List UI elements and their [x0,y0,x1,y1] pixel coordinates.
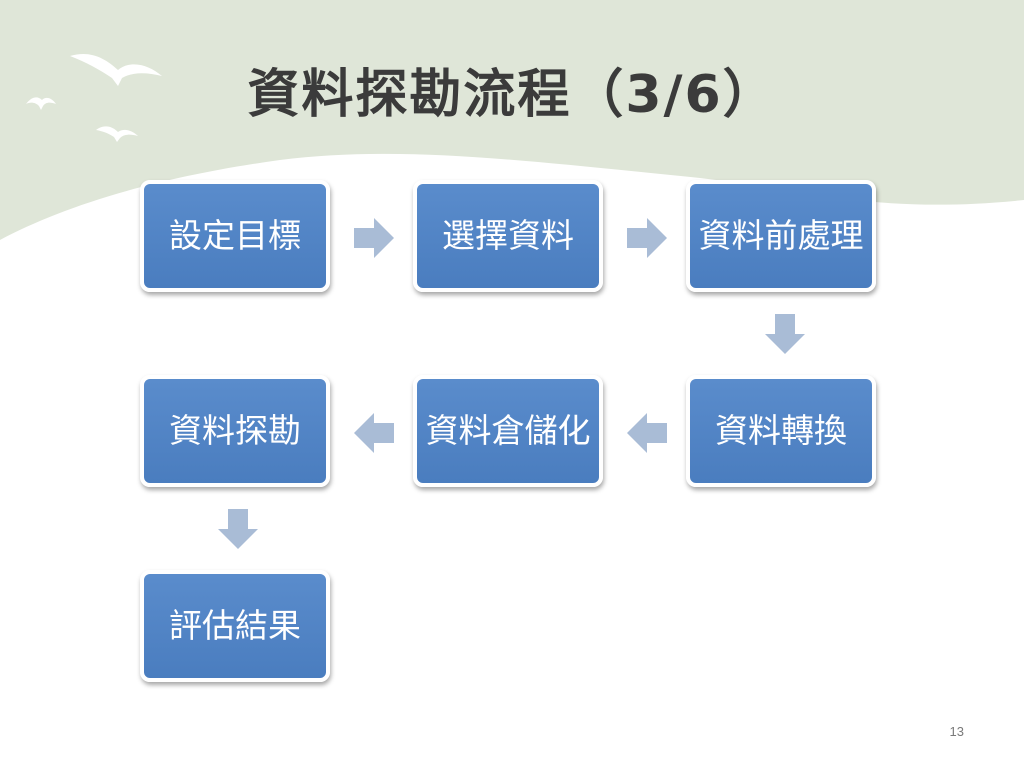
step-set-goal: 設定目標 [140,180,330,292]
arrow-right-icon [627,218,667,258]
step-transform-data: 資料轉換 [686,375,876,487]
arrow-right-icon [354,218,394,258]
bird-icon [26,97,56,110]
step-evaluate-results: 評估結果 [140,570,330,682]
arrow-down-icon [765,314,805,354]
step-data-warehousing: 資料倉儲化 [413,375,603,487]
arrow-down-icon [218,509,258,549]
bird-icon [70,53,162,86]
step-data-mining: 資料探勘 [140,375,330,487]
bird-icon [96,126,138,142]
page-number: 13 [949,724,964,739]
arrow-left-icon [627,413,667,453]
arrow-left-icon [354,413,394,453]
slide-title: 資料探勘流程（3/6） [247,65,777,125]
step-select-data: 選擇資料 [413,180,603,292]
step-preprocess-data: 資料前處理 [686,180,876,292]
